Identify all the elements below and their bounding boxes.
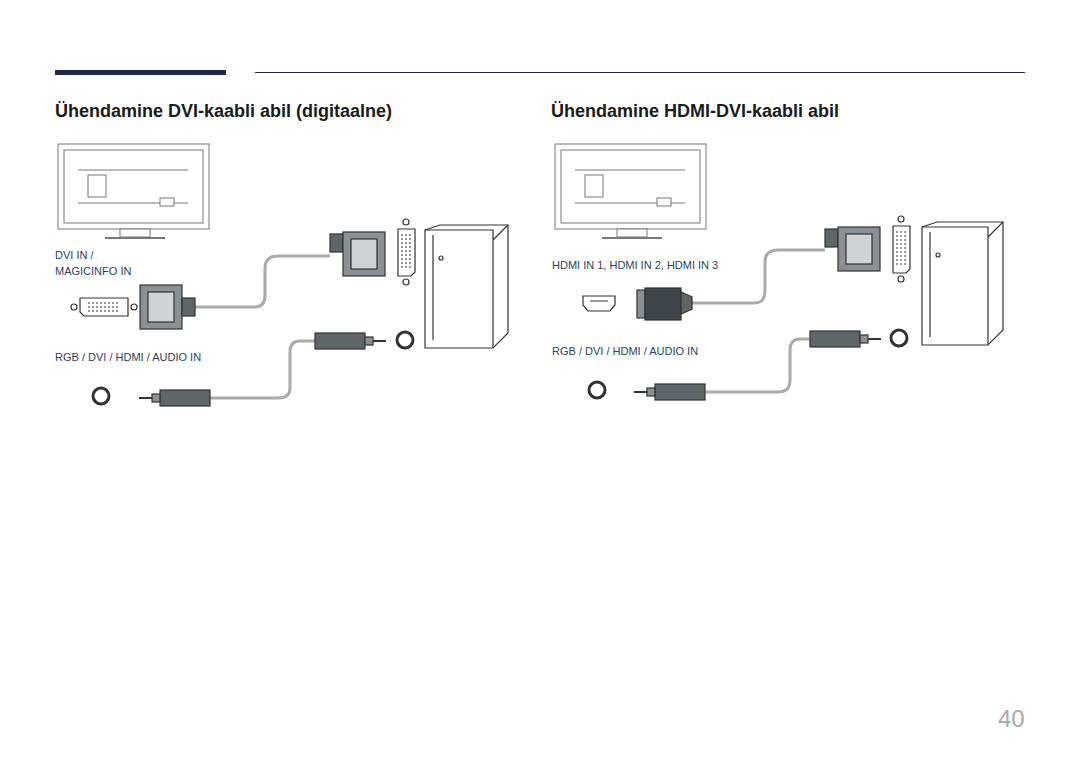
port-label: RGB / DVI / HDMI / AUDIO IN [55, 349, 201, 365]
section-heading: Ühendamine DVI-kaabli abil (digitaalne) [55, 101, 392, 122]
page-number: 40 [998, 705, 1025, 733]
port-label: HDMI IN 1, HDMI IN 2, HDMI IN 3 [552, 257, 718, 273]
section-heading: Ühendamine HDMI-DVI-kaabli abil [551, 101, 839, 122]
port-label: RGB / DVI / HDMI / AUDIO IN [552, 343, 698, 359]
port-label: DVI IN / MAGICINFO IN [55, 247, 145, 279]
